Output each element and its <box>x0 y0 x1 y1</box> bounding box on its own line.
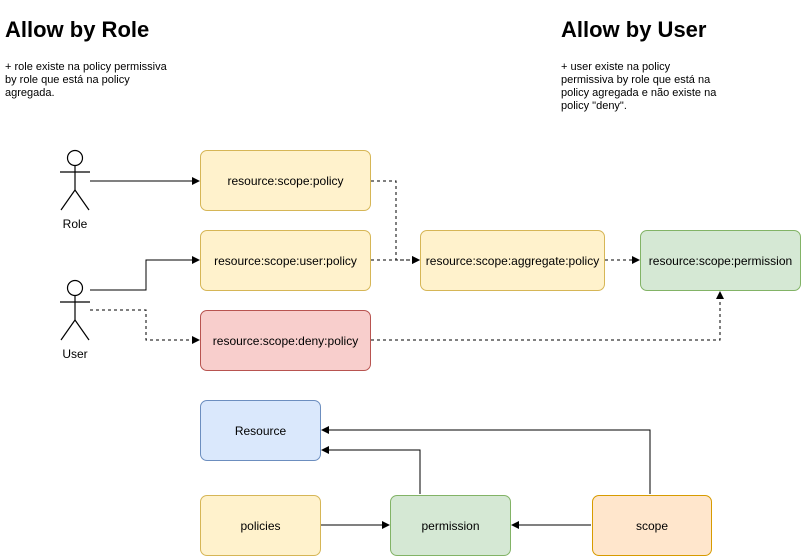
note-allow-by-user: + user existe na policy permissiva by ro… <box>561 61 717 112</box>
node-resource-scope-policy[interactable]: resource:scope:policy <box>200 150 371 211</box>
edge-user-to-deny-policy <box>90 309 200 344</box>
edge-policy-to-aggregate <box>371 180 420 264</box>
node-permission[interactable]: permission <box>390 495 511 556</box>
node-policies[interactable]: policies <box>200 495 321 556</box>
edge-permission-to-resource <box>321 446 421 494</box>
user-actor-label: User <box>62 347 88 361</box>
node-resource-scope-user-policy[interactable]: resource:scope:user:policy <box>200 230 371 291</box>
edge-scope-to-resource <box>321 426 651 494</box>
user-actor-icon <box>60 279 90 341</box>
heading-allow-by-user: Allow by User <box>561 17 707 42</box>
node-resource[interactable]: Resource <box>200 400 321 461</box>
edge-deny-to-permission <box>371 291 724 341</box>
heading-allow-by-role: Allow by Role <box>5 17 150 42</box>
role-actor-icon <box>60 149 90 211</box>
node-resource-scope-deny-policy[interactable]: resource:scope:deny:policy <box>200 310 371 371</box>
role-actor-label: Role <box>62 217 88 231</box>
node-scope[interactable]: scope <box>592 495 712 556</box>
edge-user-to-user-policy <box>90 256 200 291</box>
node-resource-scope-aggregate-policy[interactable]: resource:scope:aggregate:policy <box>420 230 605 291</box>
node-resource-scope-permission[interactable]: resource:scope:permission <box>640 230 801 291</box>
note-allow-by-role: + role existe na policy permissiva by ro… <box>5 61 167 99</box>
